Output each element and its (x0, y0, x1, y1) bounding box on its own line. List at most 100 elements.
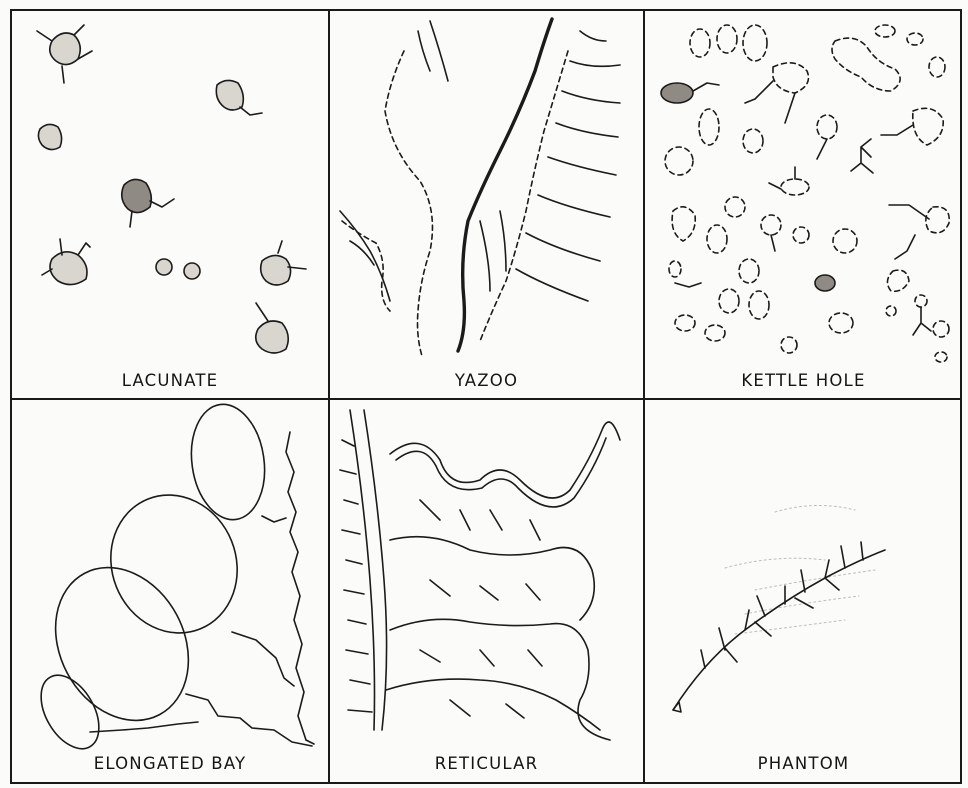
kettle-9 (699, 109, 719, 145)
panel-yazoo: YAZOO (330, 11, 643, 398)
panel-label-yazoo: YAZOO (330, 371, 643, 390)
lake-8 (261, 255, 291, 285)
panel-label-elongated-bay: ELONGATED BAY (12, 754, 328, 773)
panel-label-reticular: RETICULAR (330, 754, 643, 773)
bay-1 (184, 400, 271, 524)
stream-k18 (771, 235, 775, 251)
interior-streams (420, 500, 542, 718)
kettle-30 (886, 306, 896, 316)
bay-3 (30, 544, 215, 743)
anabranch-lower (390, 619, 610, 740)
kettle-8 (773, 63, 809, 93)
anabranch-upper-2 (396, 438, 606, 507)
panel-phantom: PHANTOM (645, 400, 962, 784)
kettle-3 (743, 25, 767, 61)
kettle-8-streams (745, 81, 795, 123)
lake-9 (256, 321, 289, 353)
panel-lacunate: LACUNATE (12, 11, 328, 398)
stream-k22 (675, 283, 701, 287)
panel-label-lacunate: LACUNATE (12, 371, 328, 390)
kettle-28 (705, 325, 725, 341)
kettle-22 (669, 261, 681, 277)
main-river (458, 19, 552, 351)
phantom-drawing (645, 400, 962, 784)
outlet-arrow (306, 740, 314, 744)
kettle-6 (907, 33, 923, 45)
stream-k-branch (851, 139, 873, 173)
kettle-15 (672, 207, 695, 241)
kettle-hole-drawing (645, 11, 962, 398)
kettle-23 (739, 259, 759, 283)
stream-k21 (889, 205, 929, 259)
stream-2 (240, 107, 262, 115)
elongated-bay-drawing (12, 400, 328, 784)
kettle-10 (743, 129, 763, 153)
kettle-18 (761, 215, 781, 235)
kettle-14 (781, 179, 809, 195)
kettle-4 (832, 38, 900, 91)
stream-k1 (693, 83, 719, 91)
kettle-13 (665, 147, 693, 175)
kettle-20 (833, 229, 857, 253)
left-side-tributaries (340, 440, 372, 712)
tributary-yazoo-left (385, 51, 432, 356)
left-tributaries (340, 211, 390, 301)
bay-4 (29, 665, 111, 758)
kettle-7 (929, 57, 945, 77)
kettle-29 (829, 313, 853, 333)
lake-5 (50, 252, 87, 285)
reticular-drawing (330, 400, 643, 784)
connecting-streams (90, 516, 312, 746)
kettle-31 (915, 295, 927, 307)
outlet-stream (286, 432, 306, 740)
kettle-5 (875, 25, 895, 37)
kettle-34 (935, 352, 947, 362)
panel-kettle-hole: KETTLE HOLE (645, 11, 962, 398)
main-channel-right (364, 410, 387, 730)
kettle-32 (781, 337, 797, 353)
lake-2 (216, 80, 243, 110)
kettle-lake-dark-2 (815, 275, 835, 291)
kettle-27 (675, 315, 695, 331)
stream-k11 (817, 139, 827, 159)
kettle-33 (933, 321, 949, 337)
kettle-12 (913, 108, 943, 145)
kettle-1 (690, 29, 710, 57)
kettle-lake-dark (661, 83, 693, 103)
phantom-main-stream (673, 550, 885, 710)
bay-2 (90, 476, 257, 652)
lake-1 (50, 33, 81, 65)
anabranch-bottom (386, 679, 600, 730)
anabranch-middle (390, 537, 594, 620)
kettle-21 (926, 207, 949, 233)
stream-9 (256, 303, 268, 321)
kettle-19 (793, 227, 809, 243)
kettle-17 (707, 225, 727, 253)
panel-grid: LACUNATE YAZOO (10, 9, 962, 784)
lake-4 (122, 179, 152, 212)
kettle-26 (749, 291, 769, 319)
right-tributaries (516, 31, 620, 301)
kettle-2 (717, 25, 737, 53)
panel-label-kettle-hole: KETTLE HOLE (645, 371, 962, 390)
lake-6 (156, 259, 172, 275)
panel-elongated-bay: ELONGATED BAY (12, 400, 328, 784)
panel-reticular: RETICULAR (330, 400, 643, 784)
lacunate-drawing (12, 11, 328, 398)
panel-label-phantom: PHANTOM (645, 754, 962, 773)
phantom-branches (701, 542, 863, 668)
stream-k12 (881, 125, 913, 135)
floodplain-streams (480, 211, 506, 291)
kettle-24 (887, 270, 909, 291)
left-dashed-stream (342, 221, 390, 311)
stream-k31 (913, 307, 931, 335)
lake-3 (38, 124, 61, 149)
lake-7 (184, 263, 200, 279)
kettle-16 (725, 197, 745, 217)
kettle-25 (719, 289, 739, 313)
upland-stream-1 (418, 21, 448, 81)
kettle-11 (817, 115, 837, 139)
yazoo-drawing (330, 11, 643, 398)
anabranch-upper (390, 422, 620, 498)
